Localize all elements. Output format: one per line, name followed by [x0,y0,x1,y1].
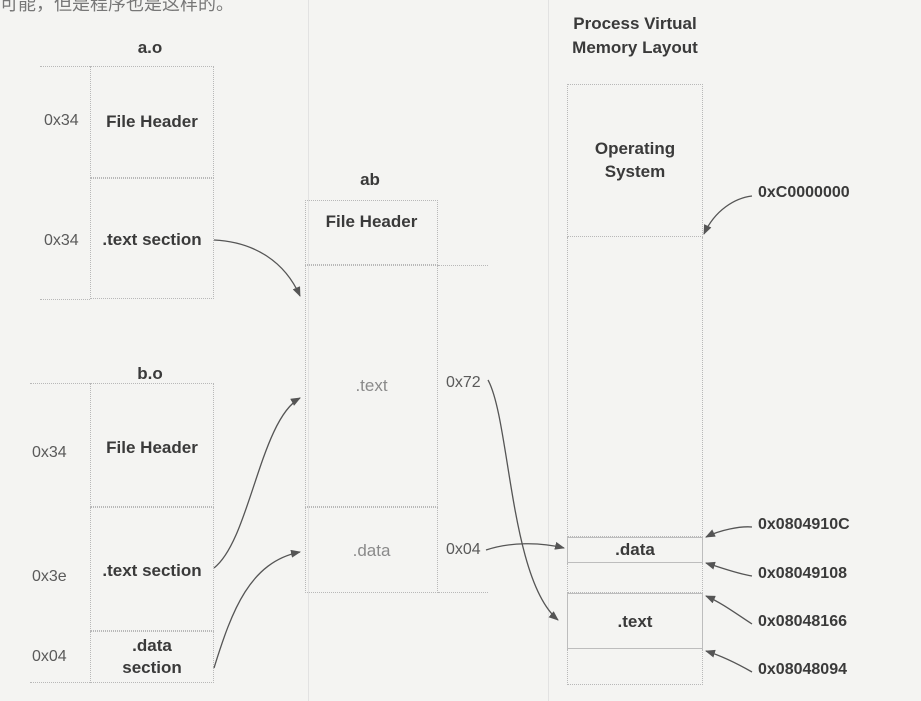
cropped-top-text: 可能，但是程序也是这样的。 [0,0,234,14]
bo-header-size: 0x34 [32,444,67,461]
ao-title: a.o [137,38,163,57]
ao-text-section-label: .text section [102,230,202,249]
arrow-ao-text-to-ab-text [213,239,301,297]
bo-data-section-label-line1: .data [132,636,172,655]
bo-data-section-box [90,631,214,683]
ab-title: ab [360,170,380,189]
bo-text-section-box [90,507,214,631]
vm-address-text-end: 0x08048166 [758,613,847,630]
vm-data-label: .data [615,540,655,559]
vm-text-box [567,593,703,649]
vm-address-data-end: 0x0804910C [758,516,850,533]
ab-file-header-box [305,200,438,265]
arrow-ab-data-to-vm-data [485,541,565,551]
ab-text-size: 0x72 [446,374,481,391]
arrow-addr-text-start [705,649,753,673]
bo-title: b.o [137,364,163,383]
bo-size-column [30,383,90,683]
vm-os-label-line2: System [604,162,666,181]
arrow-bo-text-to-ab-text [213,397,301,569]
vm-text-label: .text [617,612,653,631]
bo-data-section-label-line2: section [122,658,182,677]
bo-text-section-label: .text section [102,561,202,580]
page-divider [308,0,309,701]
ao-header-size: 0x34 [44,112,79,129]
arrow-addr-data-end [705,526,753,538]
ab-data-box [305,507,438,593]
vm-address-os: 0xC0000000 [758,184,850,201]
vm-address-data-start: 0x08049108 [758,565,847,582]
ao-text-section-box [90,178,214,299]
bo-file-header-box [90,383,214,507]
arrow-ab-text-to-vm-text [487,379,559,621]
ab-data-label: .data [352,541,391,560]
vm-title-line2: Memory Layout [572,38,698,57]
vm-gap-box [567,563,703,593]
ao-file-header-box [90,66,214,178]
vm-os-box [567,84,703,237]
vm-middle-box [567,237,703,537]
ab-text-box [305,265,438,507]
vm-address-text-start: 0x08048094 [758,661,847,678]
arrow-addr-os [703,195,753,235]
ab-text-label: .text [355,376,388,395]
ao-size-column [40,66,90,300]
bo-text-size: 0x3e [32,568,67,585]
arrow-bo-data-to-ab-data [213,549,301,669]
vm-data-box [567,537,703,563]
ab-data-size: 0x04 [446,541,481,558]
vm-title-line1: Process Virtual [573,14,697,33]
vm-os-label-line1: Operating [594,139,676,158]
bo-data-size: 0x04 [32,648,67,665]
ab-size-column [438,265,488,593]
vm-bottom-box [567,649,703,685]
ab-file-header-label: File Header [325,212,418,231]
arrow-addr-data-start [705,561,753,577]
ao-text-size: 0x34 [44,232,79,249]
page-divider [548,0,549,701]
bo-file-header-label: File Header [106,438,198,457]
ao-file-header-label: File Header [106,112,198,131]
arrow-addr-text-end [705,595,753,625]
